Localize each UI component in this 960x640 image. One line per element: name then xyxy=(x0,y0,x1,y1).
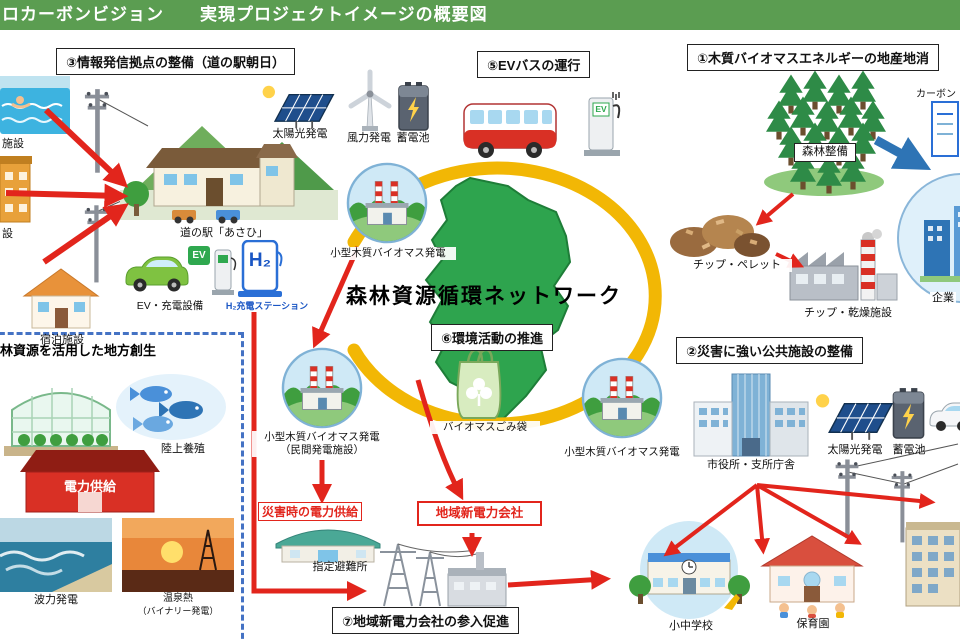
label-biomass-left: 小型木質バイオマス発電 （民間発電施設） xyxy=(252,431,392,457)
section-disaster-facility: ②災害に強い公共施設の整備 xyxy=(676,337,864,364)
power-supply-building-illustration xyxy=(20,450,160,513)
carbon-document-icon xyxy=(931,101,959,157)
label-biomass-left-line2: （民間発電施設） xyxy=(280,444,364,456)
white-car-illustration xyxy=(929,402,960,431)
company-illustration xyxy=(897,173,960,303)
arrow-cityhall-to-right xyxy=(756,483,936,509)
wind-turbine-illustration xyxy=(348,69,392,131)
label-onsen-line2: （バイナリー発電） xyxy=(137,606,219,616)
arrow-forest-to-chips xyxy=(755,192,795,226)
forest-illustration xyxy=(764,70,886,196)
arrow-left-to-station xyxy=(5,183,129,208)
label-shelter: 指定避難所 xyxy=(312,561,368,573)
h2-icon-text: H₂ xyxy=(248,250,272,271)
label-facility-a: 施設 xyxy=(0,138,26,151)
label-disaster-power: 災害時の電力供給 xyxy=(258,502,363,521)
regional-dev-box xyxy=(0,332,244,640)
label-company: 企業 xyxy=(930,292,956,305)
wood-chips-illustration xyxy=(670,215,770,257)
nursery-illustration xyxy=(760,535,864,618)
greenhouse-illustration xyxy=(4,388,118,456)
label-facility-b: 設 xyxy=(0,228,15,241)
ev-charger-illustration xyxy=(212,249,237,295)
arrow-cityhall-to-school xyxy=(663,483,759,557)
arrow-cityhall-to-nursery xyxy=(754,484,770,555)
pool-illustration xyxy=(0,76,70,134)
arrow-center-to-newpower xyxy=(415,379,464,501)
bus-charger-illustration xyxy=(584,92,621,156)
arrow-pool-to-station xyxy=(43,107,129,188)
label-wave-power: 波力発電 xyxy=(34,594,78,606)
label-battery-left: 蓄電池 xyxy=(396,132,430,144)
arrow-cityhall-to-school2 xyxy=(756,483,862,545)
label-solar-right: 太陽光発電 xyxy=(827,444,883,456)
section-new-power-entry: ⑦地域新電力会社の参入促進 xyxy=(332,607,520,634)
label-power-supply: 電力供給 xyxy=(63,479,116,494)
new-power-company-box: 地域新電力会社 xyxy=(417,501,542,526)
label-nursery: 保育園 xyxy=(796,618,830,630)
section-eco-activity: ⑥環境活動の推進 xyxy=(431,324,554,351)
shelter-illustration xyxy=(275,529,381,563)
arrow-region-to-plant xyxy=(251,312,368,601)
circulation-ring xyxy=(347,161,662,431)
arrow-plant-to-school xyxy=(507,569,611,590)
label-onsen: 温泉熱 （バイナリー発電） xyxy=(124,592,232,618)
h2-station-illustration xyxy=(238,239,283,297)
ev-bus-illustration xyxy=(463,103,557,158)
label-solar-left: 太陽光発電 xyxy=(272,128,328,140)
onsen-photo xyxy=(122,518,234,592)
label-city-hall: 市役所・支所庁舎 xyxy=(690,459,812,472)
aquaculture-illustration xyxy=(116,374,226,440)
biomass-bag-illustration xyxy=(456,348,502,419)
label-road-station: 道の駅「あさひ」 xyxy=(166,227,282,240)
label-h2-station: H₂充電ステーション xyxy=(225,301,309,311)
label-ev-charge: EV・充電設備 xyxy=(136,300,204,312)
ev-badge: EV xyxy=(188,246,210,265)
label-aquaculture: 陸上養殖 xyxy=(161,443,205,455)
label-wind: 風力発電 xyxy=(347,132,391,144)
label-biomass-bag: バイオマスごみ袋 xyxy=(430,421,540,434)
chip-dry-factory-illustration xyxy=(789,229,898,301)
label-biomass-left-line1: 小型木質バイオマス発電 xyxy=(264,431,380,443)
label-carbon: カーボン xyxy=(916,89,956,100)
wave-power-photo xyxy=(0,518,112,592)
bus-charger-screen-text: EV xyxy=(595,104,607,114)
label-forest-mgmt: 森林整備 xyxy=(794,143,856,162)
label-biomass-right: 小型木質バイオマス発電 xyxy=(552,446,692,459)
label-battery-right: 蓄電池 xyxy=(892,444,926,456)
school-building-illustration xyxy=(905,522,960,607)
section-info-hub: ③情報発信拠点の整備（道の駅朝日） xyxy=(56,48,296,75)
section-biomass-local: ①木質バイオマスエネルギーの地産地消 xyxy=(687,44,940,71)
section-ev-bus: ⑤EVバスの運行 xyxy=(477,51,591,78)
road-station-illustration xyxy=(120,126,338,224)
page-title-bar: ロカーボンビジョン 実現プロジェクトイメージの概要図 xyxy=(0,0,960,30)
label-onsen-line1: 温泉熱 xyxy=(163,593,193,604)
ev-car-illustration xyxy=(125,256,189,292)
label-biomass-top: 小型木質バイオマス発電 xyxy=(320,247,456,260)
label-chip-dry: チップ・乾燥施設 xyxy=(792,307,904,320)
page-title: ロカーボンビジョン 実現プロジェクトイメージの概要図 xyxy=(2,5,488,24)
power-plant-illustration xyxy=(380,543,507,607)
network-title: 森林資源循環ネットワーク xyxy=(346,285,622,308)
arrow-biomass-top-to-left xyxy=(312,245,361,349)
city-hall-illustration xyxy=(693,373,809,457)
section-regional-dev: 林資源を活用した地方創生 xyxy=(0,343,157,358)
label-school: 小中学校 xyxy=(669,620,713,632)
lodging-illustration xyxy=(22,268,100,329)
label-chips: チップ・ペレット xyxy=(682,259,792,272)
label-lodging: 宿泊施設 xyxy=(40,334,84,346)
arrow-forest-to-company xyxy=(873,136,932,171)
arrow-facility-to-station xyxy=(42,203,129,265)
